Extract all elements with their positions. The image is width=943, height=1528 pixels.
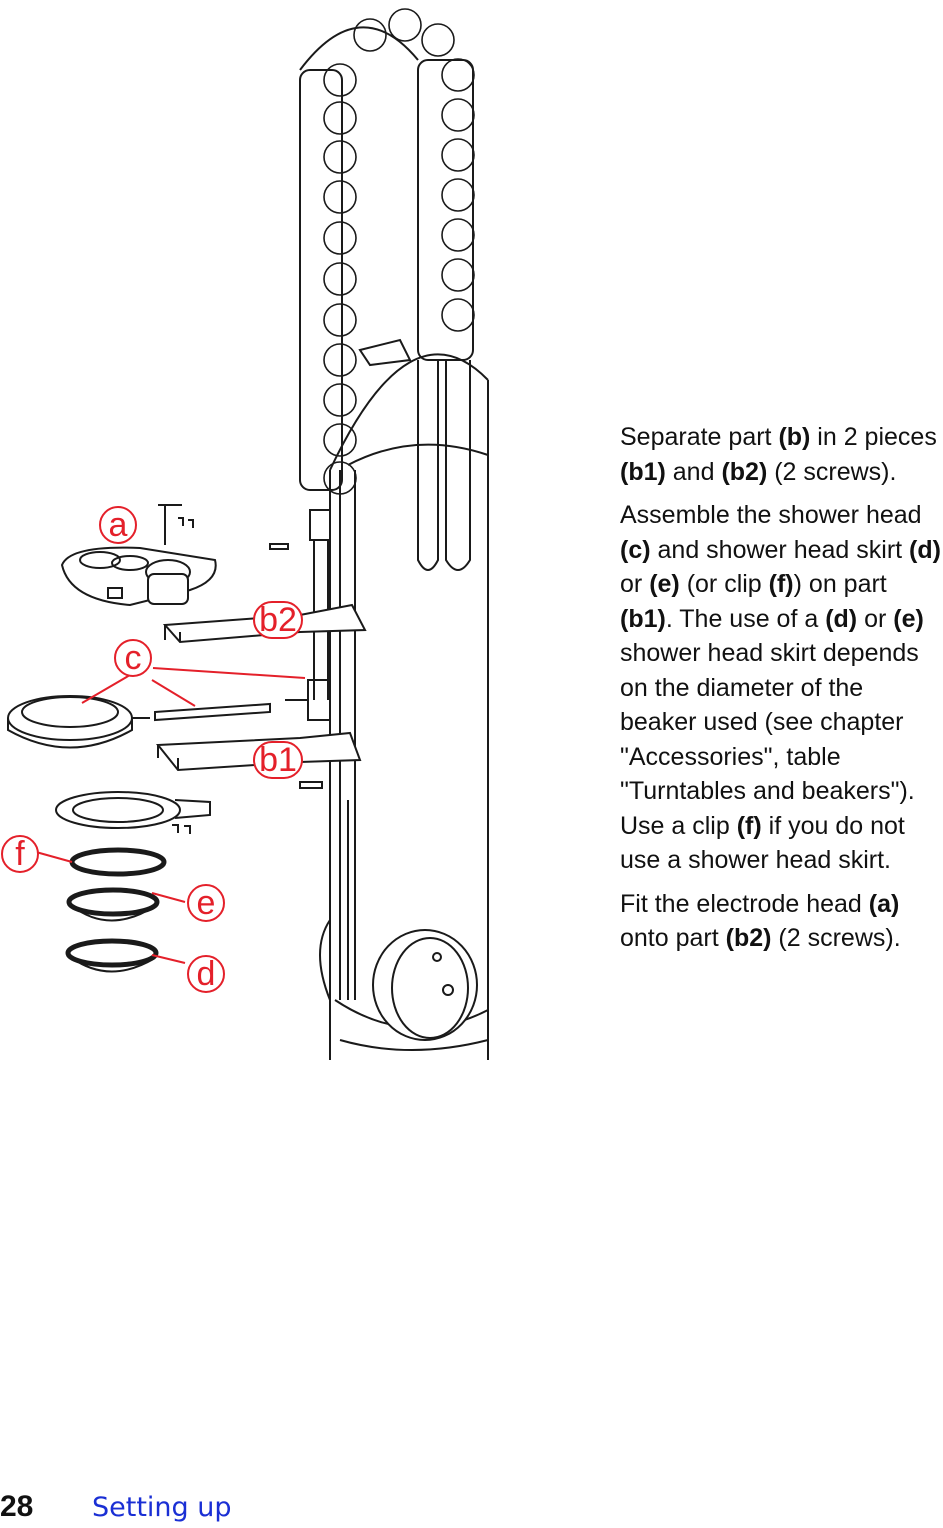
instruction-step-fit-head: Fit the electrode head (a) onto part (b2… [620, 887, 943, 956]
exploded-view-drawing [7, 8, 489, 1060]
callout-b1: b1 [253, 740, 303, 780]
mounting-plate [55, 791, 211, 834]
electrode-head-part-a [60, 504, 217, 607]
part-ref: (d) [825, 604, 858, 633]
callout-e: e [186, 883, 226, 923]
part-ref: (e) [649, 570, 680, 598]
instruction-text: Separate part (b) in 2 pieces (b1) and (… [620, 420, 943, 965]
assembly-diagram: a b2 c b1 f e d [0, 0, 560, 1080]
part-ref: (b2) [721, 457, 768, 486]
part-ref: (f) [736, 811, 762, 840]
text-run: . The use of a [665, 604, 826, 633]
text-run: ) on part [793, 570, 887, 598]
page-footer: 28 Setting up [0, 1490, 943, 1528]
text-run: and shower head skirt [650, 535, 910, 564]
drag-chain [299, 8, 475, 571]
text-run: or [857, 604, 894, 633]
text-run: or [620, 570, 650, 598]
part-ref: (b2) [725, 924, 772, 952]
callout-a-label: a [108, 506, 128, 544]
part-ref: (b) [778, 423, 811, 451]
text-run: Fit the electrode head [620, 889, 869, 918]
part-ref: (c) [620, 535, 651, 564]
callout-f: f [0, 834, 40, 874]
text-run: Assemble the shower head [620, 501, 922, 529]
part-ref: (d) [909, 535, 941, 564]
text-run: (2 screws). [771, 924, 901, 952]
callout-f-label: f [15, 835, 25, 873]
callout-d: d [186, 954, 226, 994]
part-ref: (f) [768, 570, 794, 598]
instruction-step-assemble: Assemble the shower head (c) and shower … [620, 498, 943, 878]
leader-lines [35, 667, 306, 964]
callout-b2-label: b2 [259, 601, 297, 639]
text-run: if you do not use a shower head skirt. [620, 811, 905, 875]
callout-d-label: d [196, 955, 216, 993]
text-run: and [665, 457, 722, 486]
callout-c-label: c [124, 639, 142, 677]
part-ref: (b1) [620, 457, 666, 486]
text-run: Separate part [620, 423, 779, 451]
shower-head-skirt-part-d [65, 938, 159, 973]
instruction-step-separate: Separate part (b) in 2 pieces (b1) and (… [620, 420, 943, 489]
clip-part-f [69, 847, 167, 877]
base-drum [319, 919, 478, 1041]
part-ref: (b1) [620, 604, 666, 633]
shower-head-part-c [7, 679, 331, 749]
callout-a: a [98, 505, 138, 545]
section-title: Setting up [92, 1492, 232, 1523]
callout-e-label: e [196, 884, 216, 922]
text-run: (2 screws). [767, 457, 897, 486]
shower-head-skirt-part-e [66, 887, 160, 922]
callout-b2: b2 [253, 600, 303, 640]
text-run: (or clip [679, 570, 769, 598]
text-run: shower head skirt depends on the diamete… [620, 639, 919, 840]
page-number: 28 [0, 1490, 34, 1523]
callout-b1-label: b1 [259, 741, 297, 779]
part-ref: (a) [868, 889, 900, 918]
callout-c: c [113, 638, 153, 678]
text-run: onto part [620, 924, 726, 952]
part-ref: (e) [893, 604, 924, 633]
text-run: in 2 pieces [810, 423, 937, 451]
